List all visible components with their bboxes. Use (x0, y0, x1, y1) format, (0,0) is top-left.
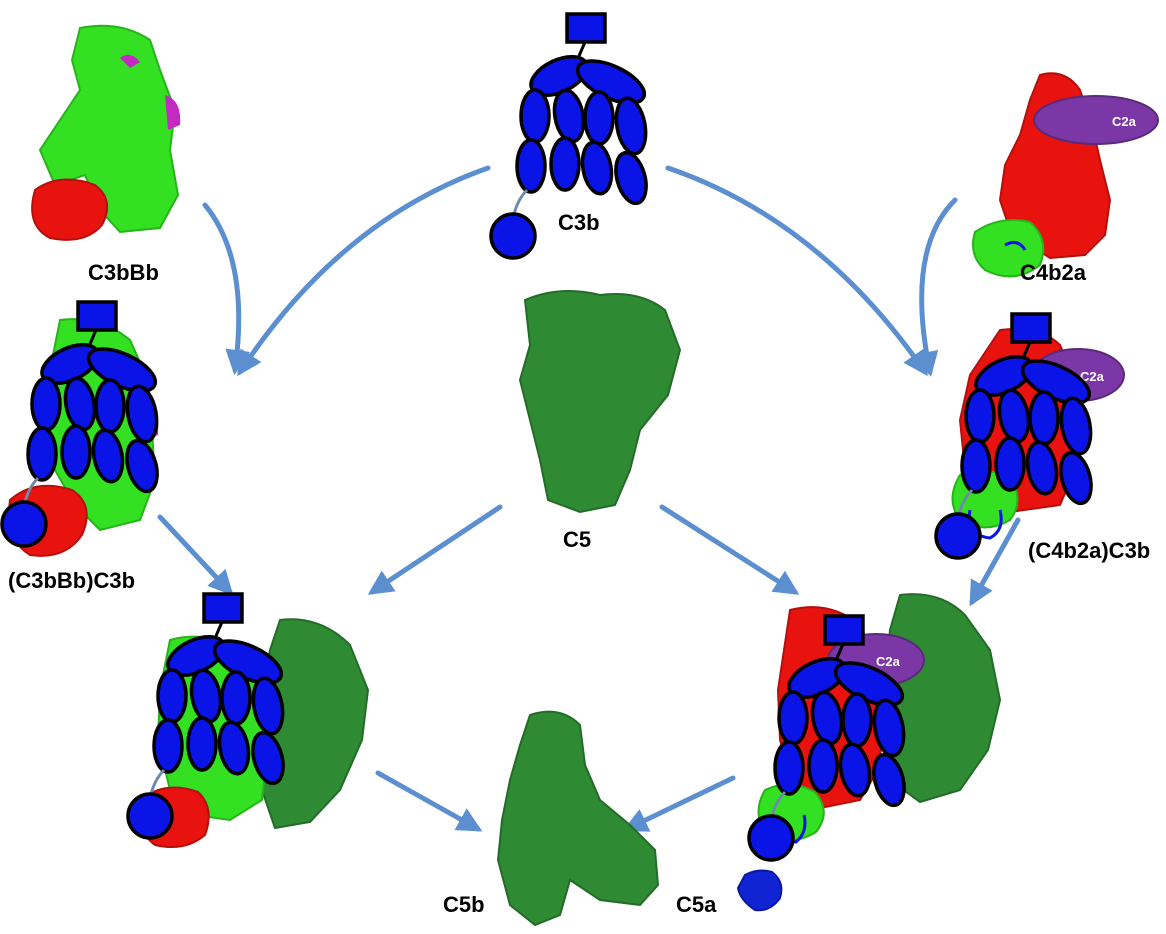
arrow-right-to-c5-bound (969, 517, 1021, 607)
arrow-c3b-to-left-complex (237, 165, 491, 377)
arrow-c5-to-right (659, 504, 800, 595)
arrow-left-to-c5-bound (157, 514, 234, 596)
c2a-label: C2a (1080, 369, 1105, 384)
c5b-surface (496, 710, 660, 927)
arrow-c3bbb-to-complex (202, 202, 251, 375)
c5-convertase-c5-complex: C2a (747, 593, 1002, 862)
c5a-surface (736, 869, 783, 912)
magenta-patch-top (120, 54, 140, 68)
c4b2a-c3b-complex: C2a (934, 312, 1125, 560)
label-c5a: C5a (676, 892, 717, 917)
c5-surface (518, 290, 682, 514)
arrow-c3b-to-right-complex (665, 165, 928, 377)
label-c3bbb: C3bBb (88, 260, 159, 285)
c3bbb-c3b-complex (0, 300, 165, 557)
label-c5: C5 (563, 527, 591, 552)
magenta-patch (165, 95, 181, 130)
c5b-structure (496, 710, 660, 927)
reaction-arrows (157, 165, 1021, 832)
c5a-structure (736, 869, 783, 912)
arrow-c4b2a-to-complex (913, 197, 958, 377)
c4b2a-structure: C2a (972, 72, 1159, 278)
label-c3bbb-c3b: (C3bBb)C3b (8, 568, 135, 593)
c2a-label: C2a (1112, 114, 1137, 129)
label-c3b: C3b (558, 210, 600, 235)
label-c4b2a-c3b: (C4b2a)C3b (1028, 538, 1150, 563)
bb-surface (38, 24, 180, 234)
blue-loop (1004, 240, 1027, 251)
c4b-green-fragment (972, 219, 1045, 278)
arrow-left-to-c5b (375, 770, 483, 832)
label-c4b2a: C4b2a (1020, 260, 1087, 285)
c5-structure (518, 290, 682, 514)
c2a-ellipse (1033, 95, 1159, 145)
arrow-c5-to-left (367, 504, 503, 595)
label-c5b: C5b (443, 892, 485, 917)
c3-convertase-c5-complex (126, 592, 370, 848)
c2a-label: C2a (876, 654, 901, 669)
c3bbb-structure (31, 24, 181, 241)
arrow-right-to-c5b (622, 775, 736, 832)
c3b-red-surface (31, 178, 109, 241)
